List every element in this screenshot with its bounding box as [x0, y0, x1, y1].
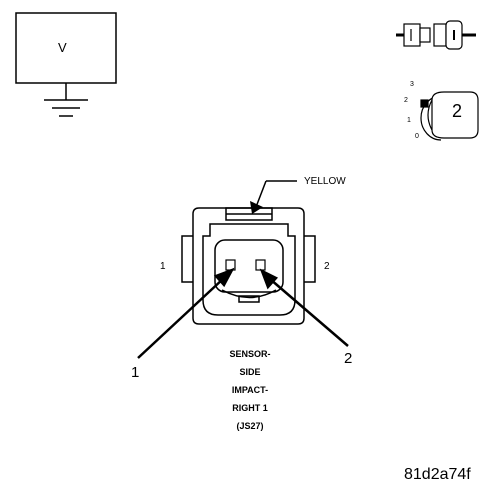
ignition-key-icon — [420, 91, 479, 141]
caption-line: SIDE — [239, 367, 261, 377]
callout-2: 2 — [344, 350, 353, 367]
pin-2-label: 2 — [324, 261, 330, 272]
connector-color-label: YELLOW — [304, 176, 346, 187]
ground-symbol-icon — [44, 83, 88, 117]
voltmeter-label: V — [58, 40, 67, 55]
caption-line: IMPACT- — [231, 385, 269, 395]
callout-1: 1 — [131, 364, 140, 381]
connector-body — [181, 180, 316, 325]
key-position-label: 1 — [407, 117, 411, 124]
caption-line: RIGHT 1 — [232, 403, 268, 413]
key-selected-position: 2 — [452, 101, 463, 121]
key-position-label: 3 — [410, 81, 414, 88]
figure-code: 81d2a74f — [404, 466, 471, 483]
key-position-label: 2 — [404, 97, 408, 104]
connector-disconnect-icon — [396, 20, 476, 50]
caption-line: (JS27) — [236, 421, 264, 431]
key-position-label: 0 — [415, 133, 419, 140]
caption-line: SENSOR- — [229, 349, 271, 359]
pin-callout-lines — [137, 267, 349, 359]
pin-1-label: 1 — [160, 261, 166, 272]
